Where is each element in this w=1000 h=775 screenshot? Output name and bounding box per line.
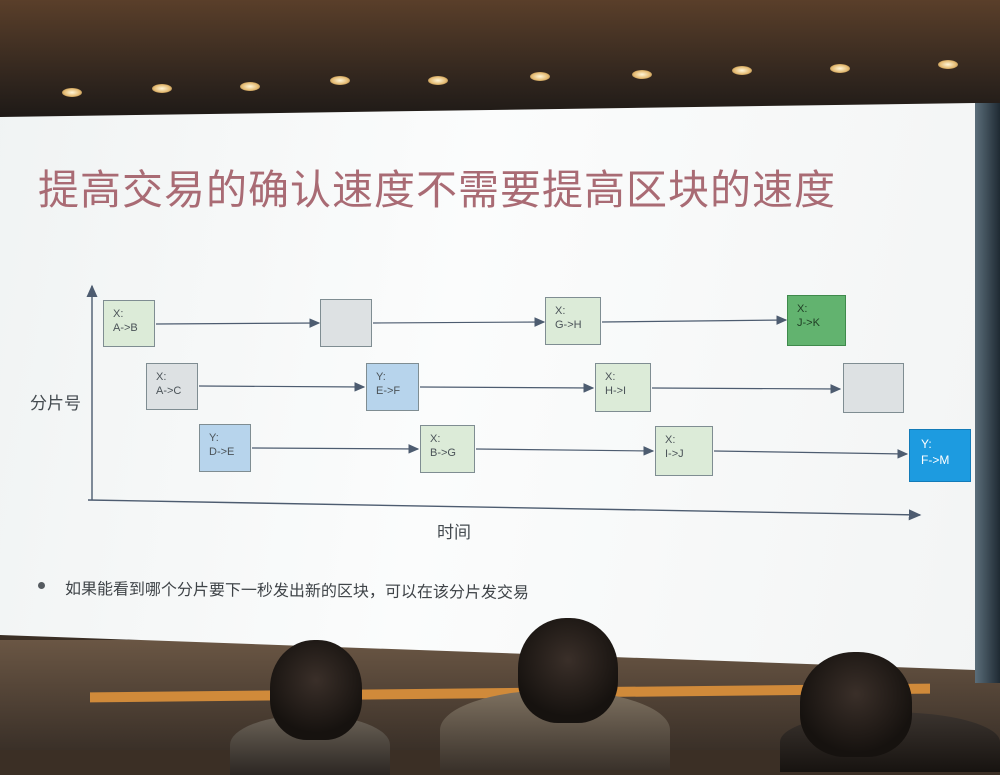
block-shard2-2: Y: E->F [366, 363, 419, 411]
block-shard3-3: X: I->J [655, 426, 713, 476]
block-shard1-2 [320, 299, 372, 347]
bullet-text: 如果能看到哪个分片要下一秒发出新的区块，可以在该分片发交易 [64, 579, 530, 603]
ceiling-light [732, 66, 752, 75]
ceiling [0, 0, 1000, 120]
chain-arrow [372, 317, 546, 327]
chain-arrow [713, 449, 909, 459]
ceiling-light [428, 76, 448, 85]
ceiling-light [62, 88, 82, 97]
ceiling-light [938, 60, 958, 69]
ceiling-light [330, 76, 350, 85]
chain-arrow [475, 446, 655, 456]
block-shard3-4: Y: F->M [909, 429, 971, 482]
chain-arrow [651, 384, 842, 394]
block-shard2-1: X: A->C [146, 363, 198, 410]
block-shard3-1: Y: D->E [199, 424, 251, 472]
chain-arrow [419, 383, 595, 393]
chain-arrow [198, 382, 366, 392]
chain-arrow [251, 444, 420, 454]
screen-frame [975, 103, 1000, 683]
ceiling-light [632, 70, 652, 79]
audience-head [270, 640, 362, 740]
block-shard1-1: X: A->B [103, 300, 155, 347]
diagram-axes-and-arrows [86, 284, 922, 521]
x-axis-label: 时间 [437, 523, 471, 543]
ceiling-light [240, 82, 260, 91]
y-axis-label: 分片号 [30, 394, 81, 414]
ceiling-light [152, 84, 172, 93]
x-axis [87, 499, 922, 521]
block-shard2-3: X: H->I [595, 363, 651, 412]
ceiling-light [830, 64, 850, 73]
chain-arrow [155, 318, 321, 328]
bullet-icon [38, 582, 45, 589]
block-shard1-3: X: G->H [545, 297, 601, 345]
block-shard3-2: X: B->G [420, 425, 475, 473]
slide-title: 提高交易的确认速度不需要提高区块的速度 [38, 166, 836, 214]
audience-head [518, 618, 618, 723]
audience-head [800, 652, 912, 757]
chain-arrow [601, 315, 788, 325]
ceiling-light [530, 72, 550, 81]
block-shard1-4: X: J->K [787, 295, 846, 346]
block-shard2-4 [843, 363, 904, 413]
